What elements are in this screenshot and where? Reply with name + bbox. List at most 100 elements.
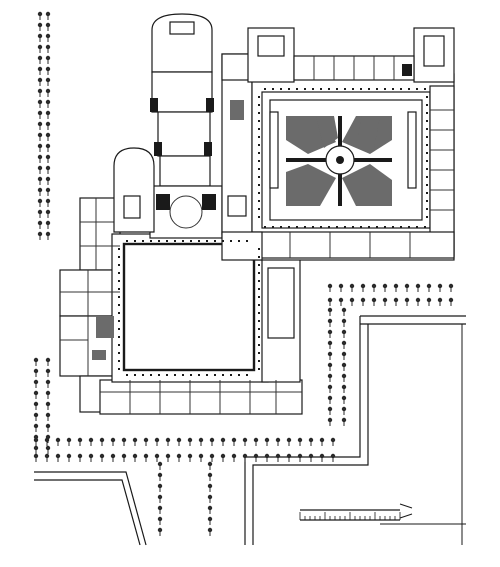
tree-icon bbox=[45, 110, 51, 119]
tree-icon bbox=[37, 66, 43, 75]
tree-icon bbox=[37, 176, 43, 185]
tree-icon bbox=[198, 453, 204, 462]
tree-icon bbox=[37, 165, 43, 174]
tree-icon bbox=[327, 340, 333, 349]
tree-icon bbox=[154, 453, 160, 462]
tree-icon bbox=[275, 437, 281, 446]
tree-icon bbox=[157, 516, 163, 525]
tree-icon bbox=[220, 437, 226, 446]
tree-icon bbox=[88, 453, 94, 462]
tree-icon bbox=[231, 437, 237, 446]
tree-icon bbox=[132, 453, 138, 462]
tree-icon bbox=[37, 209, 43, 218]
tree-icon bbox=[66, 437, 72, 446]
tree-icon bbox=[275, 453, 281, 462]
tree-icon bbox=[37, 99, 43, 108]
tree-icon bbox=[33, 423, 39, 432]
tree-icon bbox=[157, 527, 163, 536]
tree-icon bbox=[371, 297, 377, 306]
tree-icon bbox=[207, 527, 213, 536]
tree-icon bbox=[330, 437, 336, 446]
tree-icon bbox=[77, 453, 83, 462]
tree-icon bbox=[37, 154, 43, 163]
tree-icon bbox=[198, 437, 204, 446]
scale-bar bbox=[299, 503, 413, 521]
tree-icon bbox=[341, 362, 347, 371]
tree-icon bbox=[231, 453, 237, 462]
tree-icon bbox=[55, 437, 61, 446]
tree-icon bbox=[37, 110, 43, 119]
tree-icon bbox=[209, 453, 215, 462]
tree-icon bbox=[37, 11, 43, 20]
tree-icon bbox=[341, 351, 347, 360]
tree-icon bbox=[165, 437, 171, 446]
tree-icon bbox=[37, 198, 43, 207]
garden-parterre bbox=[286, 116, 392, 206]
tree-icon bbox=[207, 505, 213, 514]
tree-icon bbox=[132, 437, 138, 446]
tree-icon bbox=[157, 483, 163, 492]
tree-icon bbox=[242, 453, 248, 462]
tree-icon bbox=[341, 373, 347, 382]
tree-icon bbox=[45, 99, 51, 108]
tree-icon bbox=[157, 472, 163, 481]
cloister bbox=[247, 27, 455, 261]
tree-icon bbox=[45, 55, 51, 64]
tree-icon bbox=[157, 505, 163, 514]
main-building bbox=[59, 197, 303, 415]
tree-icon bbox=[253, 437, 259, 446]
tree-icon bbox=[207, 461, 213, 470]
chapel bbox=[113, 13, 223, 239]
tree-icon bbox=[327, 297, 333, 306]
tree-icon bbox=[448, 297, 454, 306]
tree-icon bbox=[37, 22, 43, 31]
tree-icon bbox=[37, 132, 43, 141]
tree-icon bbox=[45, 121, 51, 130]
tree-icon bbox=[37, 121, 43, 130]
tree-icon bbox=[45, 368, 51, 377]
wall-markings bbox=[118, 88, 428, 376]
tree-icon bbox=[286, 453, 292, 462]
tree-icon bbox=[45, 165, 51, 174]
tree-icon bbox=[110, 453, 116, 462]
tree-icon bbox=[33, 379, 39, 388]
tree-icon bbox=[45, 44, 51, 53]
corridor bbox=[221, 53, 253, 235]
tree-icon bbox=[264, 437, 270, 446]
tree-icon bbox=[327, 329, 333, 338]
tree-icon bbox=[349, 283, 355, 292]
tree-icon bbox=[426, 297, 432, 306]
tree-icon bbox=[360, 297, 366, 306]
tree-icon bbox=[319, 453, 325, 462]
tree-icon bbox=[327, 406, 333, 415]
tree-icon bbox=[207, 516, 213, 525]
tree-icon bbox=[393, 297, 399, 306]
tree-icon bbox=[264, 453, 270, 462]
tree-icon bbox=[37, 55, 43, 64]
tree-icon bbox=[187, 437, 193, 446]
tree-icon bbox=[77, 437, 83, 446]
tree-icon bbox=[327, 417, 333, 426]
tree-icon bbox=[327, 384, 333, 393]
tree-icon bbox=[371, 283, 377, 292]
tree-icon bbox=[341, 406, 347, 415]
tree-icon bbox=[44, 453, 50, 462]
tree-icon bbox=[33, 401, 39, 410]
tree-icon bbox=[341, 384, 347, 393]
tree-icon bbox=[45, 132, 51, 141]
tree-icon bbox=[45, 412, 51, 421]
tree-icon bbox=[437, 283, 443, 292]
tree-icon bbox=[319, 437, 325, 446]
tree-icon bbox=[37, 33, 43, 42]
tree-icon bbox=[45, 143, 51, 152]
tree-icon bbox=[176, 453, 182, 462]
tree-icon bbox=[165, 453, 171, 462]
tree-icon bbox=[338, 283, 344, 292]
tree-icon bbox=[327, 307, 333, 316]
tree-icon bbox=[33, 445, 39, 454]
tree-icon bbox=[360, 283, 366, 292]
tree-icon bbox=[88, 437, 94, 446]
tree-icon bbox=[45, 187, 51, 196]
tree-icon bbox=[330, 453, 336, 462]
